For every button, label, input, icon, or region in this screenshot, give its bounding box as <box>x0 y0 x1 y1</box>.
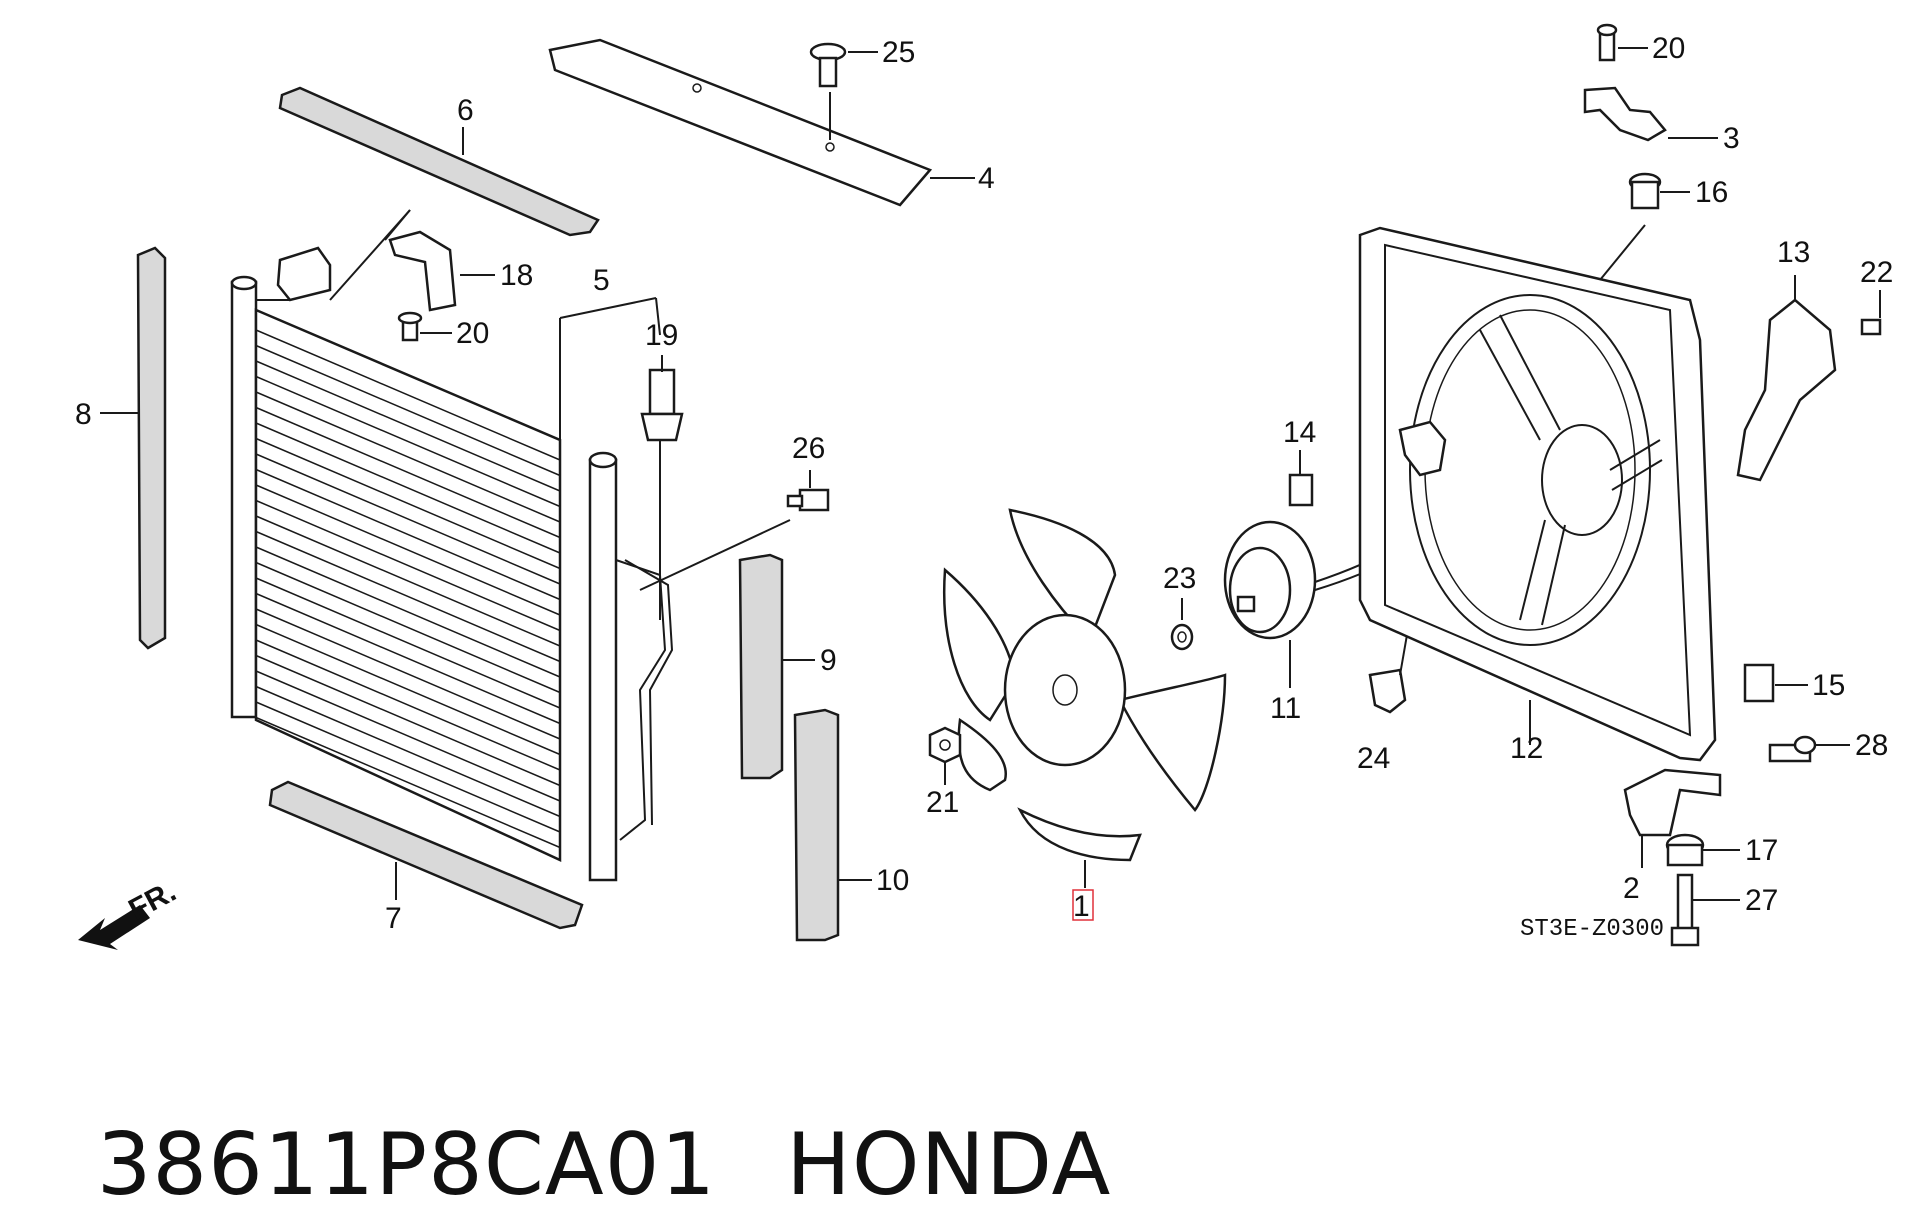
highlight-box <box>1072 889 1094 921</box>
part-bracket-18 <box>388 230 495 312</box>
brand-name: HONDA <box>786 1115 1112 1215</box>
part-plate-4 <box>548 38 975 207</box>
condenser-fin-line <box>255 530 561 663</box>
condenser-fin-line <box>255 375 561 508</box>
callout-14: 14 <box>1283 416 1316 449</box>
leader-5 <box>559 297 661 440</box>
callout-20b: 20 <box>1652 32 1685 65</box>
condenser-fin-line <box>255 561 561 694</box>
condenser-fin-line <box>255 685 561 818</box>
callout-24: 24 <box>1357 742 1390 775</box>
condenser-fin-line <box>255 406 561 539</box>
parts-diagram: 1 2 3 4 5 6 7 8 9 10 11 12 13 14 15 16 1… <box>75 23 1893 950</box>
part-condenser <box>230 209 674 882</box>
part-bolt-27 <box>1670 873 1740 947</box>
callout-7: 7 <box>385 902 402 935</box>
part-bolt-22 <box>1860 290 1882 336</box>
condenser-fin-line <box>255 344 561 477</box>
condenser-fin-line <box>255 592 561 725</box>
callout-25: 25 <box>882 36 915 69</box>
part-motor-11 <box>1223 449 1469 688</box>
callout-9: 9 <box>820 644 837 677</box>
part-bolt-26 <box>639 470 830 591</box>
callout-22: 22 <box>1860 256 1893 289</box>
callout-18: 18 <box>500 259 533 292</box>
callout-17: 17 <box>1745 834 1778 867</box>
part-bracket-2 <box>1623 768 1722 868</box>
condenser-fin-line <box>255 484 561 616</box>
part-nut-21 <box>928 726 962 785</box>
callout-10: 10 <box>876 864 909 897</box>
part-shroud-12 <box>1358 226 1717 762</box>
callout-5: 5 <box>593 264 610 297</box>
condenser-fin-line <box>255 654 561 787</box>
caption: 38611P8CA01 HONDA <box>40 1015 1111 1215</box>
callout-27: 27 <box>1745 884 1778 917</box>
condenser-fin-line <box>255 499 561 632</box>
condenser-fin-line <box>255 546 561 678</box>
callout-8: 8 <box>75 398 92 431</box>
part-seal-10 <box>793 708 872 942</box>
part-bolt-20b <box>1596 23 1648 62</box>
callout-28: 28 <box>1855 729 1888 762</box>
condenser-fin-line <box>255 716 561 849</box>
condenser-fin-line <box>255 701 561 833</box>
callout-26: 26 <box>792 432 825 465</box>
callout-20a: 20 <box>456 317 489 350</box>
callout-23: 23 <box>1163 562 1196 595</box>
part-clip-14 <box>1288 450 1314 507</box>
condenser-fin-line <box>255 422 561 554</box>
condenser-fin-line <box>255 329 561 461</box>
callout-6: 6 <box>457 94 474 127</box>
callout-3: 3 <box>1723 122 1740 155</box>
front-direction-arrow <box>78 905 150 950</box>
callout-19: 19 <box>645 319 678 352</box>
part-bracket-3 <box>1583 86 1718 142</box>
callout-21: 21 <box>926 786 959 819</box>
part-fan-1 <box>943 508 1227 888</box>
callout-4: 4 <box>978 162 995 195</box>
condenser-fin-line <box>255 360 561 492</box>
part-bolt-28 <box>1768 735 1850 763</box>
part-clip-25 <box>809 42 878 140</box>
condenser-fin-line <box>255 623 561 756</box>
callout-2: 2 <box>1623 872 1640 905</box>
condenser-fin-line <box>255 391 561 523</box>
condenser-fin-line <box>255 577 561 709</box>
condenser-fin-line <box>255 437 561 570</box>
part-bracket-13 <box>1736 275 1837 482</box>
part-washer-23 <box>1170 598 1194 651</box>
condenser-fin-line <box>255 453 561 585</box>
part-clip-15 <box>1743 663 1808 703</box>
callout-15: 15 <box>1812 669 1845 702</box>
part-grommet-17 <box>1665 833 1740 867</box>
callout-16: 16 <box>1695 176 1728 209</box>
part-seal-7 <box>268 780 584 930</box>
condenser-fin-line <box>255 515 561 647</box>
part-number: 38611P8CA01 <box>96 1115 717 1215</box>
part-switch-19 <box>640 355 684 620</box>
callout-12: 12 <box>1510 732 1543 765</box>
condenser-fin-line <box>255 639 561 771</box>
part-seal-9 <box>738 553 815 780</box>
reference-code: ST3E-Z0300 <box>1520 916 1664 943</box>
condenser-fin-line <box>255 670 561 802</box>
part-bolt-20a <box>397 311 452 342</box>
part-seal-8 <box>100 246 167 650</box>
condenser-fin-line <box>255 608 561 740</box>
part-grommet-16 <box>1599 172 1690 281</box>
callout-1: 1 <box>1073 890 1090 923</box>
condenser-fins <box>255 329 561 849</box>
callout-11: 11 <box>1270 692 1301 725</box>
part-seal-6 <box>278 86 600 237</box>
condenser-fin-line <box>255 468 561 601</box>
callout-13: 13 <box>1777 236 1810 269</box>
